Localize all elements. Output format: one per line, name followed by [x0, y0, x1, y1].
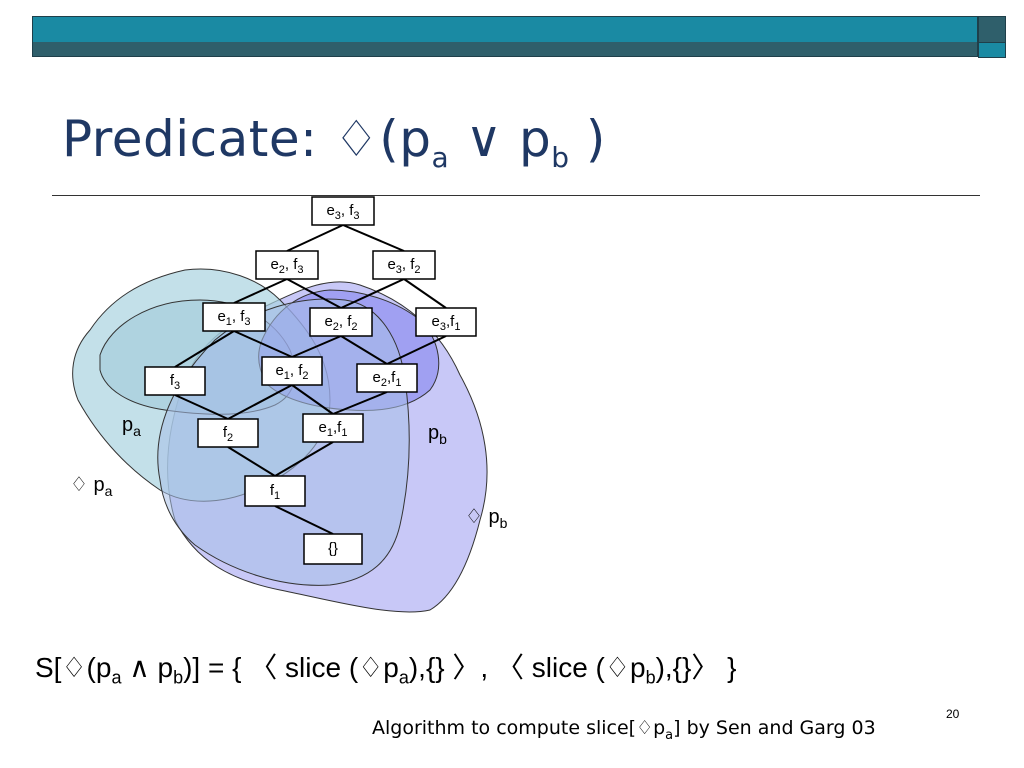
header-bar-top — [32, 16, 978, 43]
edge-f2-f1 — [227, 446, 276, 477]
label-pb: pb — [428, 422, 447, 447]
edge-e1f3-f3 — [174, 330, 235, 368]
edge-e1f2-e1f1 — [291, 384, 334, 415]
edge-e3f1-e2f1 — [386, 335, 447, 365]
node-box — [202, 302, 266, 332]
edge-e2f2-e2f1 — [340, 335, 388, 365]
edge-e1f1-f1 — [274, 441, 334, 477]
node-box — [372, 250, 436, 280]
edge-e2f1-e1f1 — [332, 391, 388, 415]
edge-e1f2-f2 — [227, 384, 293, 420]
node-box — [144, 366, 206, 396]
label-diamond-pa: ♢ pa — [70, 474, 113, 499]
title-divider — [52, 195, 980, 196]
node-e3f2: e3, f2 — [372, 250, 436, 280]
node-f1: f1 — [244, 475, 306, 507]
node-label: e3, f3 — [326, 202, 359, 222]
node-label: e3, f2 — [387, 256, 420, 276]
node-e3f1: e3,f1 — [415, 307, 477, 337]
edge-e3f2-e3f1 — [403, 278, 447, 309]
node-box — [255, 250, 319, 280]
node-e2f2: e2, f2 — [309, 307, 373, 337]
node-box — [303, 533, 363, 565]
node-box — [261, 356, 323, 386]
lattice-nodes: e3, f3 e2, f3 e3, f2 e1, f3 e2, f2 e3,f1 f3 e1,… — [144, 196, 477, 565]
node-e3f3: e3, f3 — [311, 196, 375, 226]
node-label: e2,f1 — [373, 369, 402, 389]
node-box — [415, 307, 477, 337]
node-label: e2, f3 — [270, 256, 303, 276]
node-box — [197, 418, 259, 448]
page-number: 20 — [946, 707, 960, 721]
node-box — [309, 307, 373, 337]
footer-citation: Algorithm to compute slice[♢pa] by Sen a… — [372, 717, 876, 743]
edge-e2f3-e2f2 — [286, 278, 342, 309]
node-empty: {} — [303, 533, 363, 565]
node-f3: f3 — [144, 366, 206, 396]
slide-title: Predicate: ♢(pa ∨ pb ) — [62, 110, 606, 174]
edge-e1f3-e1f2 — [233, 330, 293, 358]
edge-f1-empty — [274, 505, 334, 535]
header-square-top — [978, 16, 1006, 44]
node-label: e1, f2 — [275, 362, 308, 382]
node-f2: f2 — [197, 418, 259, 448]
node-label: e1, f3 — [217, 308, 250, 328]
node-e1f2: e1, f2 — [261, 356, 323, 386]
label-pa: pa — [122, 414, 141, 439]
node-box — [244, 475, 306, 507]
node-box — [356, 363, 418, 393]
region-middle — [157, 298, 410, 586]
node-label: e1,f1 — [319, 419, 348, 439]
diamond-icon: ♢ — [333, 110, 380, 168]
edge-e2f3-e1f3 — [233, 278, 288, 304]
edge-f3-f2 — [174, 394, 229, 420]
node-e2f1: e2,f1 — [356, 363, 418, 393]
header-square-bottom — [978, 42, 1006, 58]
label-diamond-pb: ♢ pb — [465, 506, 508, 531]
node-e1f1: e1,f1 — [302, 413, 364, 443]
node-box — [311, 196, 375, 226]
edge-e3f2-e2f2 — [340, 278, 405, 309]
edge-e3f3-e2f3 — [286, 224, 344, 252]
node-e2f3: e2, f3 — [255, 250, 319, 280]
edge-e2f2-e1f2 — [291, 335, 342, 358]
node-label: f3 — [170, 372, 180, 392]
node-label: f1 — [270, 482, 280, 502]
edge-e3f3-e3f2 — [342, 224, 405, 252]
slice-formula: S[♢(pa ∧ pb)] = { 〈 slice (♢pa),{} 〉, 〈 … — [35, 652, 737, 688]
node-label: f2 — [223, 424, 233, 444]
node-e1f3: e1, f3 — [202, 302, 266, 332]
node-box — [302, 413, 364, 443]
node-label: e2, f2 — [324, 313, 357, 333]
header-bar-bottom — [32, 42, 978, 57]
node-label: {} — [328, 540, 338, 557]
node-label: e3,f1 — [432, 313, 461, 333]
lattice-edges — [174, 224, 447, 535]
